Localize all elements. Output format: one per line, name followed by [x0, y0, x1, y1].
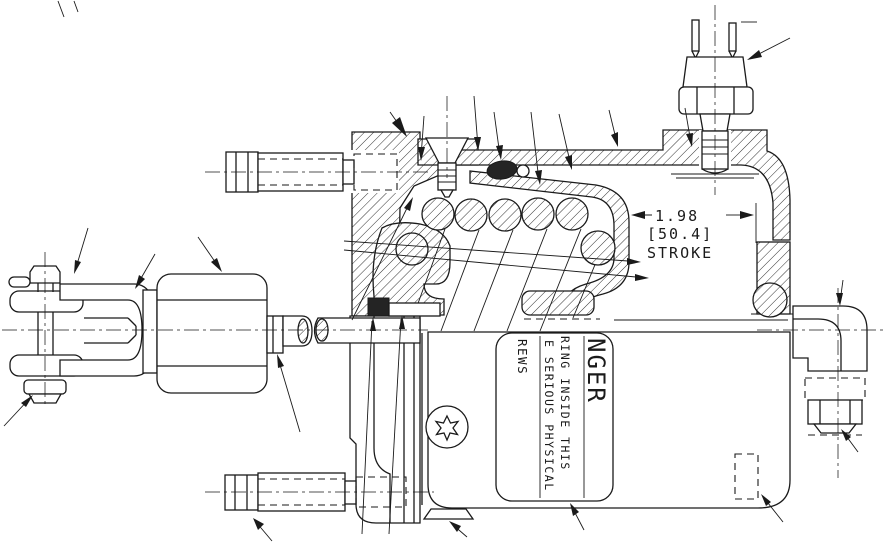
dimension-metric-value: [50.4] [647, 225, 713, 243]
piston-assembly [372, 170, 788, 321]
centerlines [2, 5, 883, 493]
rod-bearing [388, 302, 441, 317]
clevis-assembly [8, 265, 441, 404]
spring-coil-section [580, 230, 616, 266]
spring-coil-section [521, 197, 555, 231]
switch-terminal [728, 22, 737, 52]
spring-coil-section [454, 198, 488, 232]
elbow-fitting [792, 305, 868, 436]
clevis-pin-head [29, 265, 61, 284]
spring-coil-section [488, 198, 522, 232]
label-warning-line-1: RING INSIDE THIS [558, 336, 572, 471]
power-spring [395, 197, 788, 332]
hidden-port [734, 453, 759, 500]
push-rod [313, 317, 421, 344]
spring-retainer [521, 290, 595, 316]
coupling-hex-nut [156, 273, 268, 394]
warning-label: NGER RING INSIDE THIS E SERIOUS PHYSICAL… [495, 332, 614, 502]
switch-hex [678, 86, 754, 115]
cotter-pin [8, 276, 31, 288]
rod-seal [367, 297, 390, 317]
label-screws-text: REWS [515, 339, 530, 375]
pushrod-tube-case [349, 315, 421, 524]
pressure-switch [671, 19, 759, 179]
torx-socket-icon [434, 414, 460, 442]
spring-coil-section [752, 282, 788, 318]
clamp-band [422, 508, 475, 520]
switch-terminal [691, 19, 700, 52]
stroke-dimension: 1.98 [50.4] STROKE [631, 203, 757, 262]
leader-arrows [3, 0, 859, 542]
o-ring-seal [486, 160, 530, 180]
dimension-label: STROKE [647, 244, 713, 262]
label-warning-line-2: E SERIOUS PHYSICAL [542, 340, 556, 492]
pressure-plate [372, 222, 451, 316]
spring-coil-section [421, 197, 455, 231]
spring-coil-section [395, 232, 429, 266]
torx-screw [425, 405, 469, 449]
jam-collar [266, 315, 284, 354]
label-danger-text: NGER [582, 338, 610, 404]
dimension-value: 1.98 [655, 207, 699, 225]
spring-coil-section [555, 197, 589, 231]
